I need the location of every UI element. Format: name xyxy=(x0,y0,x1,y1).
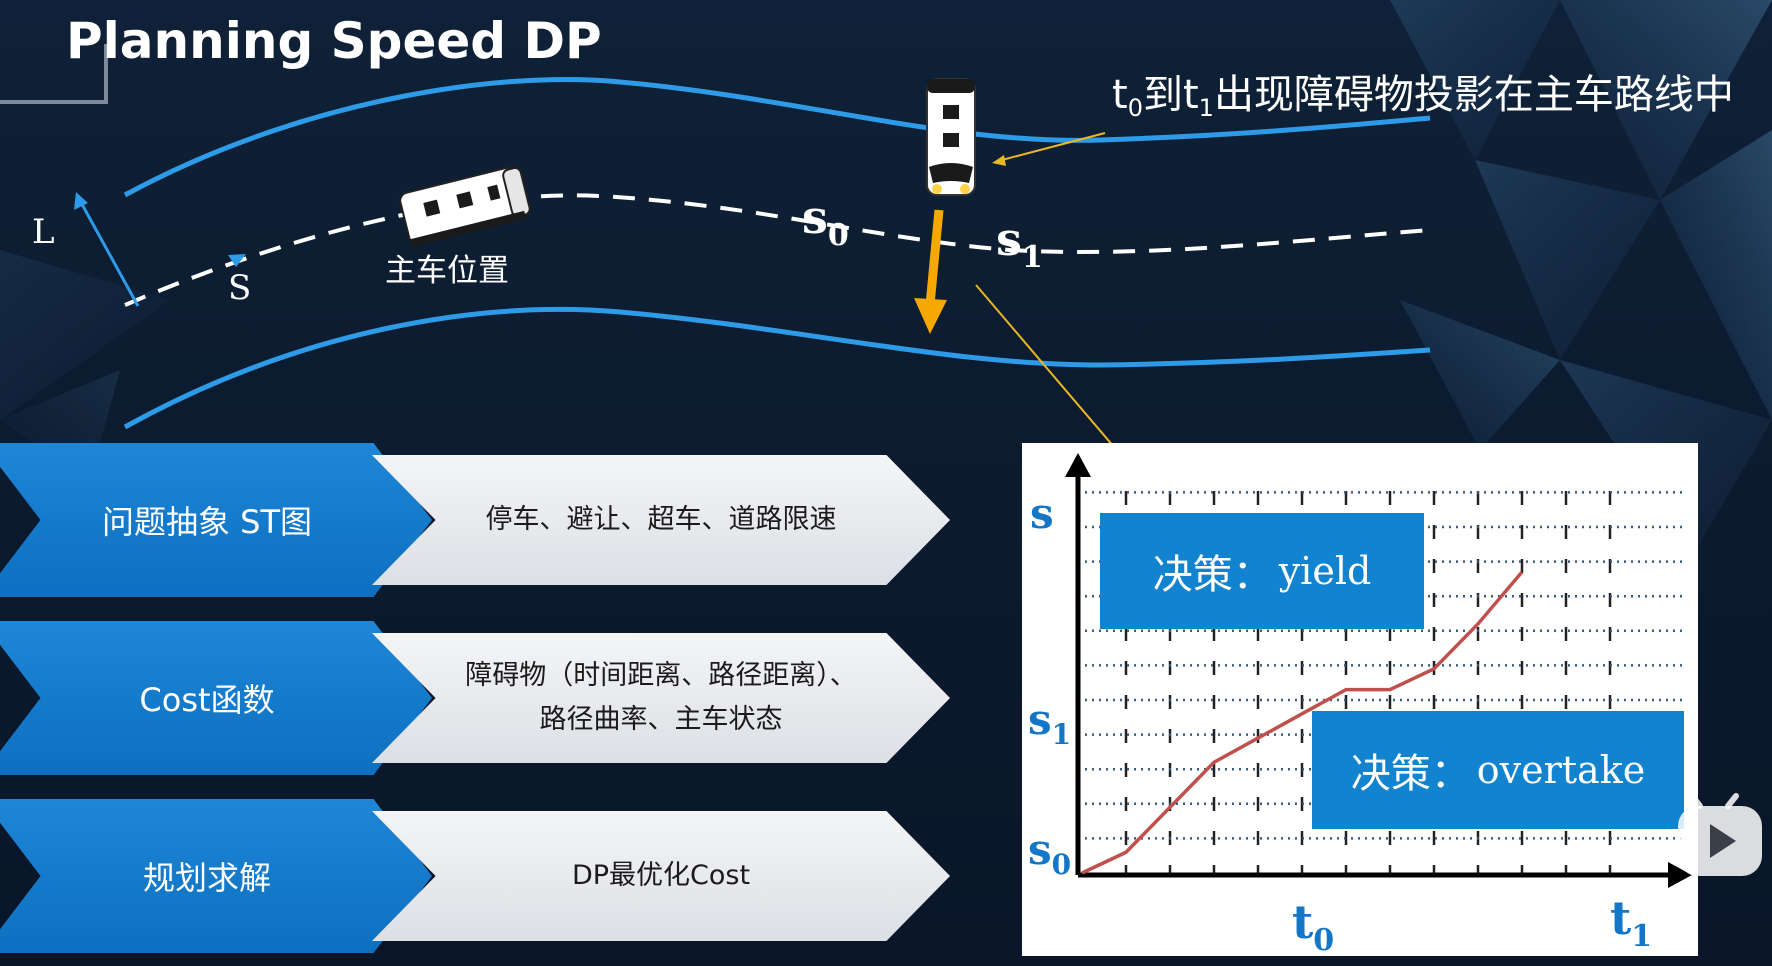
y-axis-arrowhead xyxy=(1065,453,1091,477)
s0-road-label: s0 xyxy=(802,190,849,253)
step-1-detail-line-1: 停车、避让、超车、道路限速 xyxy=(485,504,837,535)
x-axis-arrowhead xyxy=(1668,862,1692,888)
s-axis-arrowhead xyxy=(228,254,246,267)
step-1-label: 问题抽象 ST图 xyxy=(101,503,313,541)
ego-vehicle-icon xyxy=(399,166,531,248)
x-label-t0: t0 xyxy=(1292,895,1334,958)
x-label-t0-sub: 0 xyxy=(1313,923,1335,958)
x-label-t0-main: t xyxy=(1292,895,1314,949)
obstacle-vehicle-icon xyxy=(926,78,976,196)
st-graph-panel: 决策：yield 决策：overtake s s1 s0 t0 t1 xyxy=(1022,443,1698,958)
step-3-chevron: 规划求解 xyxy=(0,799,432,953)
l-axis xyxy=(76,196,140,307)
obstacle-annotation: t0到t1出现障碍物投影在主车路线中 xyxy=(1112,62,1734,122)
page-title: Planning Speed DP xyxy=(66,12,602,70)
annotation-t: t xyxy=(1112,72,1128,118)
step-1-chevron: 问题抽象 ST图 xyxy=(0,443,432,597)
step-2-detail-line-1: 障碍物（时间距离、路径距离）、 xyxy=(465,660,857,691)
projection-arrowhead xyxy=(914,298,947,334)
s1-road-label: s1 xyxy=(996,212,1043,275)
s-axis-label: S xyxy=(228,268,252,308)
y-label-s1-sub: 1 xyxy=(1051,718,1072,751)
y-label-s-main: s xyxy=(1030,489,1054,538)
s0-road-main: s xyxy=(802,190,828,244)
step-3-label: 规划求解 xyxy=(142,859,271,897)
annotation-leader-arrowhead xyxy=(992,155,1006,166)
speed-profile-line xyxy=(1081,570,1524,875)
y-label-s: s xyxy=(1030,489,1054,538)
play-button-icon[interactable] xyxy=(1672,792,1768,882)
yield-decision-box: 决策：yield xyxy=(1100,513,1424,629)
x-label-t1-sub: 1 xyxy=(1631,919,1653,954)
step-2-chevron: Cost函数 xyxy=(0,621,432,775)
y-label-s0: s0 xyxy=(1028,825,1071,881)
y-label-s1: s1 xyxy=(1028,695,1071,751)
annotation-tail: 出现障碍物投影在主车路线中 xyxy=(1213,72,1734,118)
overtake-decision-zh: 决策： xyxy=(1350,751,1471,797)
x-label-t1: t1 xyxy=(1610,891,1652,954)
step-3-detail: DP最优化Cost xyxy=(372,811,950,941)
annotation-leader-line xyxy=(997,132,1106,162)
l-axis-arrowhead xyxy=(74,192,88,210)
ego-vehicle-label: 主车位置 xyxy=(385,253,509,289)
step-2-detail-line-2: 路径曲率、主车状态 xyxy=(539,704,783,735)
y-label-s1-main: s xyxy=(1028,695,1052,744)
lane-boundary-top xyxy=(123,76,1431,198)
yield-decision-en: yield xyxy=(1278,549,1372,593)
step-1-detail: 停车、避让、超车、道路限速 xyxy=(372,455,950,585)
step-2-label: Cost函数 xyxy=(139,681,275,719)
overtake-decision-box: 决策：overtake xyxy=(1312,711,1684,829)
yield-decision-zh: 决策： xyxy=(1152,552,1273,598)
y-label-s0-sub: 0 xyxy=(1051,848,1072,881)
s1-road-sub: 1 xyxy=(1021,240,1043,275)
overtake-decision-en: overtake xyxy=(1476,748,1646,792)
projection-arrow xyxy=(925,209,944,306)
corner-decoration xyxy=(0,44,108,104)
annotation-mid: 到t xyxy=(1142,72,1199,118)
y-label-s0-main: s xyxy=(1028,825,1052,874)
lane-boundary-bottom xyxy=(123,307,1431,430)
step-2-detail: 障碍物（时间距离、路径距离）、 路径曲率、主车状态 xyxy=(372,633,950,763)
s1-road-main: s xyxy=(996,212,1022,266)
x-label-t1-main: t xyxy=(1610,891,1632,945)
step-3-detail-line-1: DP最优化Cost xyxy=(571,860,751,891)
annotation-sub1: 1 xyxy=(1198,94,1214,122)
s0-road-sub: 0 xyxy=(827,218,849,253)
reference-line xyxy=(124,193,1431,307)
l-axis-label: L xyxy=(32,212,55,252)
annotation-sub0: 0 xyxy=(1127,94,1143,122)
